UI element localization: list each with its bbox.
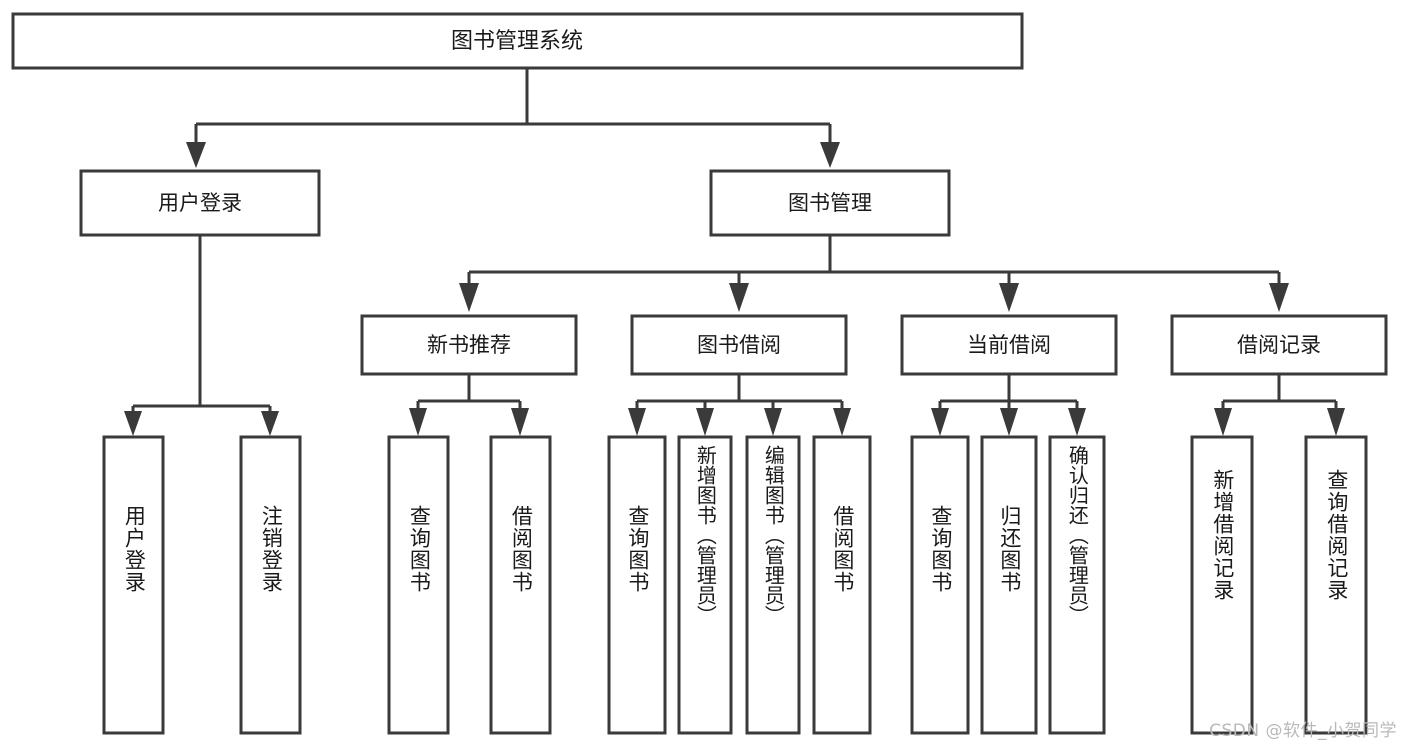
node-new-book-recommend-label: 新书推荐 [427, 333, 511, 357]
arrowhead-leaf-edit-book [764, 408, 782, 436]
node-leaf-confirm-return-box[interactable] [1048, 435, 1106, 735]
node-leaf-query-book-3-box[interactable] [910, 435, 970, 735]
node-leaf-borrow-book-1-box[interactable] [489, 435, 552, 735]
node-borrow-record[interactable]: 借阅记录 [1170, 314, 1388, 376]
arrowhead-new-book-recommend [459, 283, 479, 312]
node-borrow-record-label: 借阅记录 [1237, 333, 1321, 357]
arrowhead-user-login [186, 142, 206, 168]
arrowhead-leaf-add-record [1214, 408, 1232, 436]
node-leaf-user-logout-box[interactable] [239, 435, 302, 735]
arrowhead-leaf-query-record [1327, 408, 1345, 436]
node-leaf-query-record-box[interactable] [1304, 435, 1368, 735]
arrowhead-current-borrow [999, 283, 1019, 312]
node-leaf-return-book-box[interactable] [980, 435, 1038, 735]
connector-group-book-manage-to-level3 [459, 235, 1289, 312]
node-book-borrow-box[interactable] [630, 314, 848, 376]
node-leaf-add-book-box[interactable] [677, 435, 733, 735]
connector-group-root-to-level2 [186, 68, 840, 168]
node-user-login-label: 用户登录 [158, 191, 242, 215]
node-root-box[interactable] [11, 12, 1024, 70]
node-new-book-recommend[interactable]: 新书推荐 [360, 314, 578, 376]
node-leaf-edit-book-box[interactable] [745, 435, 801, 735]
node-new-book-recommend-box[interactable] [360, 314, 578, 376]
node-borrow-record-box[interactable] [1170, 314, 1388, 376]
connector-group-new-book-recommend-to-leaves [409, 374, 529, 436]
arrowhead-book-borrow [729, 283, 749, 312]
arrowhead-leaf-confirm-return [1068, 408, 1086, 436]
node-book-manage-box[interactable] [709, 169, 951, 237]
arrowhead-book-manage [820, 142, 840, 168]
node-leaf-query-book-1-box[interactable] [387, 435, 450, 735]
node-leaf-user-login-box[interactable] [102, 435, 165, 735]
csdn-watermark: CSDN @软件_小贺同学 [1209, 721, 1397, 741]
node-current-borrow[interactable]: 当前借阅 [900, 314, 1118, 376]
node-current-borrow-box[interactable] [900, 314, 1118, 376]
arrowhead-leaf-query-book-1 [409, 408, 427, 436]
arrowhead-leaf-return-book [1000, 408, 1018, 436]
arrowhead-leaf-user-login [124, 411, 142, 436]
node-book-borrow[interactable]: 图书借阅 [630, 314, 848, 376]
arrowhead-leaf-borrow-book-1 [511, 408, 529, 436]
arrowhead-leaf-add-book [696, 408, 714, 436]
node-book-manage-label: 图书管理 [788, 191, 872, 215]
node-user-login[interactable]: 用户登录 [79, 169, 321, 237]
node-leaf-add-record-box[interactable] [1190, 435, 1254, 735]
arrowhead-leaf-user-logout [261, 411, 279, 436]
arrowhead-borrow-record [1269, 283, 1289, 312]
connector-group-book-borrow-to-leaves [628, 374, 851, 436]
connector-group-current-borrow-to-leaves [931, 374, 1086, 436]
node-root-label: 图书管理系统 [451, 29, 583, 54]
node-book-borrow-label: 图书借阅 [697, 333, 781, 357]
arrowhead-leaf-query-book-2 [628, 408, 646, 436]
node-current-borrow-label: 当前借阅 [967, 333, 1051, 357]
node-book-manage[interactable]: 图书管理 [709, 169, 951, 237]
node-user-login-box[interactable] [79, 169, 321, 237]
connector-group-user-login-to-leaves [124, 235, 279, 436]
node-leaf-borrow-book-2-box[interactable] [812, 435, 872, 735]
connector-group-borrow-record-to-leaves [1214, 374, 1345, 436]
arrowhead-leaf-query-book-3 [931, 408, 949, 436]
node-root[interactable]: 图书管理系统 [11, 12, 1024, 70]
arrowhead-leaf-borrow-book-2 [833, 408, 851, 436]
node-leaf-query-book-2-box[interactable] [607, 435, 667, 735]
